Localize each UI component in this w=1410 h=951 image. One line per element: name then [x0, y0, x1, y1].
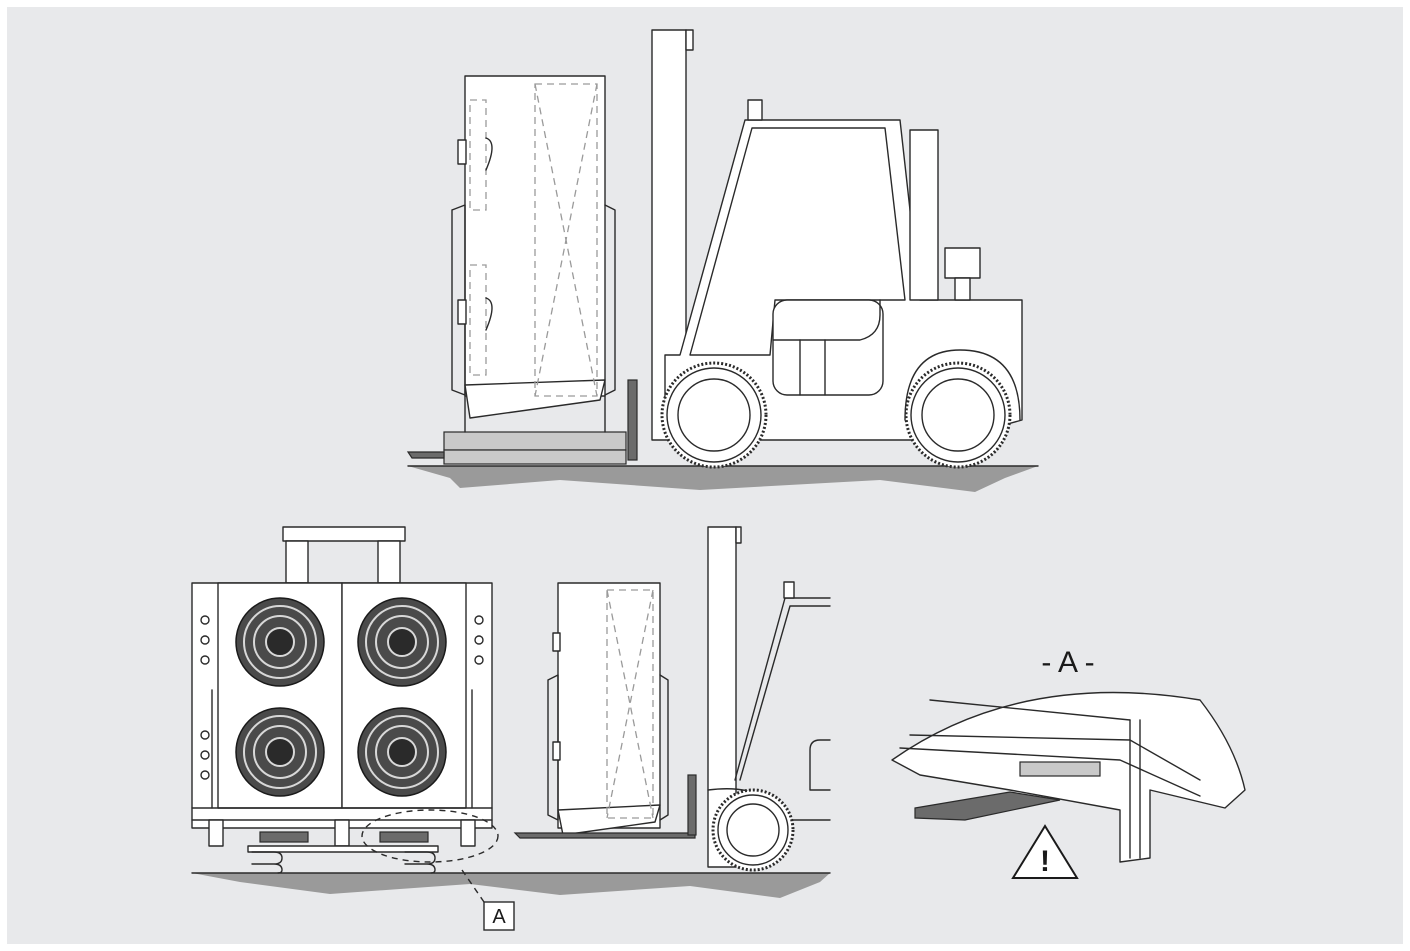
top-forklift	[660, 99, 1023, 469]
top-ground-shadow	[408, 466, 1038, 492]
top-pallet	[443, 431, 627, 451]
condenser-fan-1	[235, 597, 325, 687]
detail-ellipse	[361, 809, 499, 863]
small-fork-tine	[513, 832, 696, 839]
condenser-fan-4	[357, 707, 447, 797]
fork-pocket-left	[259, 831, 309, 843]
side-connectors	[200, 615, 484, 809]
detail-a: - A - !	[891, 646, 1246, 879]
condenser-fan-2	[357, 597, 447, 687]
detail-cutaway	[891, 691, 1246, 863]
top-pallet-base	[443, 449, 627, 465]
top-refrigeration-unit	[451, 75, 616, 433]
fork-pocket-right	[379, 831, 429, 843]
condenser-fan-3	[235, 707, 325, 797]
top-scene	[406, 29, 1039, 492]
top-rear-wheel	[904, 361, 1012, 469]
lifting-frame	[282, 526, 406, 542]
bottom-ground-shadow	[192, 873, 830, 898]
detail-title: - A -	[1041, 646, 1094, 679]
top-front-wheel	[660, 361, 768, 469]
top-fork-tine	[406, 451, 445, 459]
warning-symbol: !	[1040, 845, 1050, 878]
front-view-scene: A	[191, 526, 831, 931]
support-spring-right	[404, 851, 436, 874]
top-fork-upright	[627, 379, 638, 461]
support-spring-left	[251, 851, 283, 874]
warning-icon	[1011, 824, 1079, 879]
detail-fork-tine	[914, 791, 1061, 821]
small-front-wheel	[711, 788, 795, 872]
small-unit-body	[557, 582, 661, 829]
callout-box	[483, 901, 515, 931]
callout-letter: A	[492, 906, 506, 928]
side-view-scene	[513, 526, 831, 872]
